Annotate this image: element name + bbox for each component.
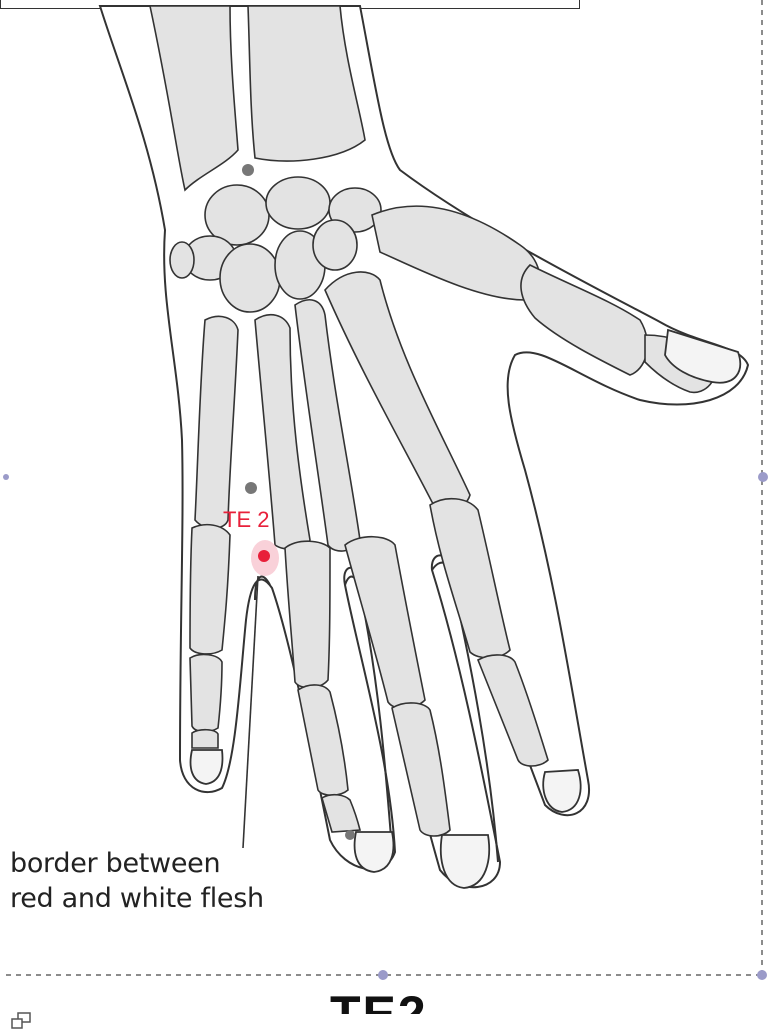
- landmark-dot-wrist: [242, 164, 254, 176]
- expand-icon[interactable]: [10, 1012, 32, 1030]
- caption-text: border between red and white flesh: [10, 846, 264, 916]
- caption-line-2: red and white flesh: [10, 881, 264, 916]
- figure-title: TE2: [330, 986, 440, 1014]
- caption-line-1: border between: [10, 846, 264, 881]
- landmark-dot-fingertip: [345, 830, 355, 840]
- landmark-dot-metacarpal: [245, 482, 257, 494]
- acupoint-te2-dot[interactable]: [258, 550, 270, 562]
- acupoint-label: TE 2: [223, 507, 269, 533]
